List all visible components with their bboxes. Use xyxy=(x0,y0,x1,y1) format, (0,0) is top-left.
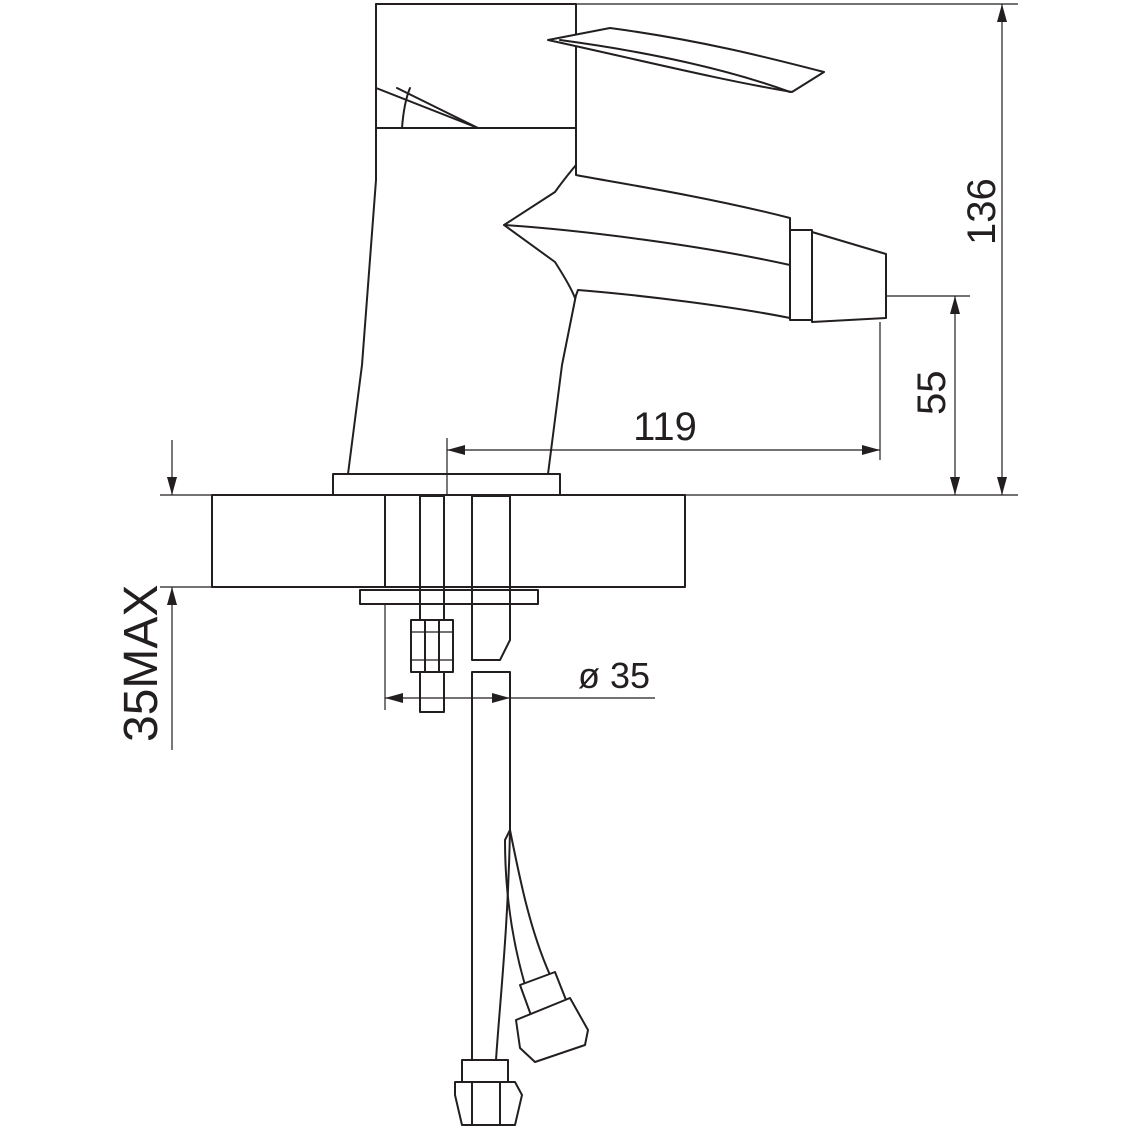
threaded-rod xyxy=(419,495,445,713)
lever-handle xyxy=(547,27,825,93)
hole-diameter-label: ø 35 xyxy=(578,655,650,696)
mounting-washer xyxy=(359,589,539,605)
total-height-label: 136 xyxy=(960,178,1004,245)
dimension-counter-thickness: 35MAX xyxy=(115,440,212,750)
hex-nut xyxy=(410,619,454,673)
countertop-section xyxy=(211,494,686,588)
dimension-total-height: 136 xyxy=(576,3,1018,496)
flexible-hose-main xyxy=(454,495,523,1126)
flexible-hose-branch xyxy=(504,829,589,1063)
faucet-body xyxy=(332,127,887,496)
dimension-spout-reach: 119 xyxy=(446,322,881,496)
spout-reach-label: 119 xyxy=(633,405,697,449)
counter-thickness-label: 35MAX xyxy=(115,585,168,742)
mixer-cartridge-housing xyxy=(375,3,577,129)
spout-height-label: 55 xyxy=(910,371,954,416)
dimension-hole-diameter: ø 35 xyxy=(384,604,655,710)
dimension-spout-height: 55 xyxy=(886,295,970,495)
